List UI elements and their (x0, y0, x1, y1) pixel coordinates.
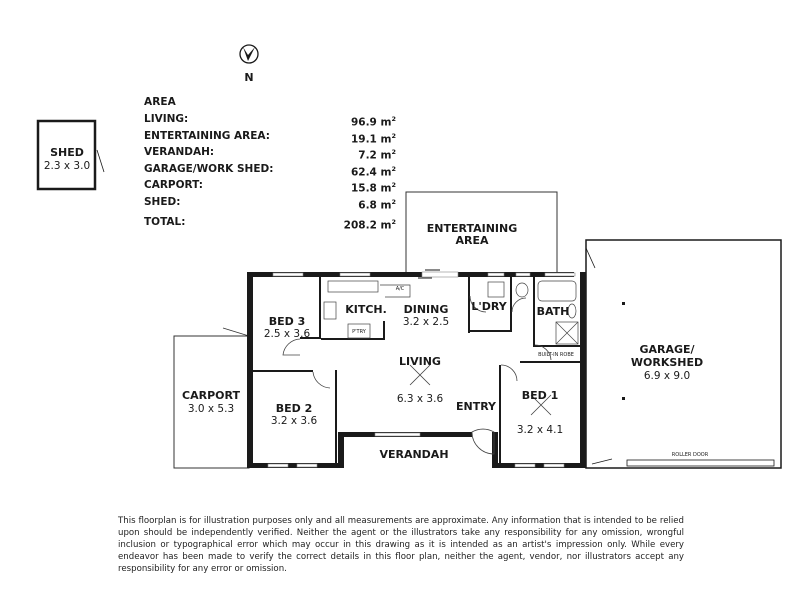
bath-label: BATH (537, 305, 570, 318)
verandah-label: VERANDAH (379, 448, 448, 461)
unit-sup: 2 (391, 131, 396, 140)
garage-label-1: GARAGE/ (639, 343, 695, 356)
area-label: GARAGE/WORK SHED: (144, 162, 274, 175)
shed-dims: 2.3 x 3.0 (44, 160, 90, 172)
area-label: VERANDAH: (144, 146, 215, 158)
unit-sup: 2 (391, 181, 396, 189)
bed2-dims: 3.2 x 3.6 (271, 415, 318, 427)
entertaining-label-2: AREA (455, 234, 488, 247)
area-title: AREA (144, 96, 176, 108)
cooktop (323, 301, 337, 320)
entry-label: ENTRY (456, 400, 497, 413)
area-value: 15.8 m (350, 182, 392, 195)
robe-label: BUILT-IN ROBE (538, 352, 574, 358)
bed2-label: BED 2 (276, 402, 313, 415)
carport-dims: 3.0 x 5.3 (188, 403, 234, 415)
carport: CARPORT 3.0 x 5.3 (173, 327, 250, 469)
entertaining-label-1: ENTERTAINING (427, 222, 518, 235)
area-value: 7.2 m (358, 149, 392, 162)
area-value: 19.1 m (350, 133, 392, 145)
garage-label-2: WORKSHED (631, 356, 703, 369)
area-row-garage: GARAGE/WORK SHED: 62.4 m2 (144, 163, 396, 180)
area-value: 96.9 m (350, 116, 392, 129)
shed: SHED 2.3 x 3.0 (36, 119, 105, 191)
dining-label: DINING (404, 303, 449, 316)
unit-sup: 2 (391, 115, 396, 123)
area-label: CARPORT: (144, 179, 203, 191)
compass-north-label: N (244, 71, 253, 84)
area-total-label: TOTAL: (144, 216, 186, 228)
bathtub (537, 280, 577, 302)
area-row-shed: SHED: 6.8 m2 (144, 196, 396, 213)
ac-label: A/C (396, 286, 405, 292)
dining-dims: 3.2 x 2.5 (403, 316, 449, 328)
carport-label: CARPORT (182, 389, 240, 402)
living-label: LIVING (399, 355, 441, 368)
unit-sup: 2 (391, 197, 396, 206)
unit-sup: 2 (391, 164, 396, 173)
shed-label: SHED (50, 146, 84, 159)
garage-workshed: GARAGE/ WORKSHED 6.9 x 9.0 ROLLER DOOR (585, 239, 782, 469)
unit-sup: 2 (391, 148, 396, 156)
fixtures (323, 280, 579, 345)
compass-icon: N (239, 44, 259, 84)
area-table: AREA LIVING: 96.9 m2 ENTERTAINING AREA: … (144, 96, 396, 233)
bed3-dims: 2.5 x 3.6 (264, 328, 311, 340)
living-dims: 6.3 x 3.6 (397, 393, 444, 405)
toilet (515, 282, 529, 298)
area-row-verandah: VERANDAH: 7.2 m2 (144, 146, 396, 163)
area-value: 6.8 m (358, 199, 392, 211)
kitchen-label: KITCH. (345, 303, 387, 316)
bed3-label: BED 3 (269, 315, 306, 328)
disclaimer-text: This floorplan is for illustration purpo… (118, 516, 684, 574)
windows (267, 271, 576, 468)
area-row-carport: CARPORT: 15.8 m2 (144, 179, 396, 196)
area-row-total: TOTAL: 208.2 m2 (144, 216, 396, 233)
area-label: ENTERTAINING AREA: (144, 129, 270, 142)
bed1-dims: 3.2 x 4.1 (517, 424, 563, 436)
bed1-label: BED 1 (522, 389, 559, 402)
ceiling-fan-icon (409, 364, 552, 416)
garage-dims: 6.9 x 9.0 (644, 370, 690, 382)
door-swings (282, 269, 552, 455)
area-label: LIVING: (144, 113, 189, 125)
area-row-entertaining: ENTERTAINING AREA: 19.1 m2 (144, 130, 396, 147)
pantry (347, 323, 371, 339)
laundry-tub (487, 281, 505, 298)
basin (567, 303, 577, 319)
roller-door-label: ROLLER DOOR (672, 452, 709, 458)
area-total-value: 208.2 m (343, 219, 392, 232)
shower (555, 321, 579, 345)
area-value: 62.4 m (350, 166, 392, 178)
kitchen-sink-bench (327, 280, 379, 293)
pantry-label: P'TRY (352, 329, 367, 335)
laundry-label: L'DRY (471, 300, 507, 313)
house-walls (247, 272, 586, 468)
area-row-living: LIVING: 96.9 m2 (144, 113, 396, 130)
unit-sup: 2 (391, 218, 396, 226)
entertaining-area: ENTERTAINING AREA (405, 191, 558, 272)
area-label: SHED: (144, 195, 181, 208)
